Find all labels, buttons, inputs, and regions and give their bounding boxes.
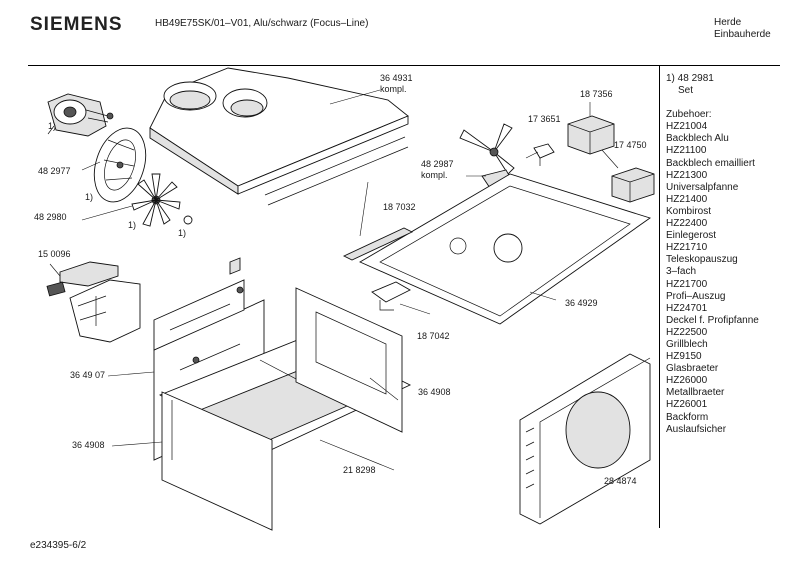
accessory-item: Einlegerost	[666, 230, 717, 242]
accessory-item: HZ9150	[666, 351, 702, 363]
header-rule	[28, 65, 780, 66]
accessory-heading: Zubehoer:	[666, 109, 712, 121]
callout-187042: 18 7042	[417, 331, 450, 341]
callout-364908-front: 36 4908	[72, 440, 105, 450]
callout-187032: 18 7032	[383, 202, 416, 212]
footnote-marker: 1)	[85, 192, 94, 202]
fan-shield-drawing	[93, 127, 147, 203]
accessory-item: HZ26000	[666, 375, 708, 387]
footnote-marker: 1)	[178, 228, 187, 238]
accessory-item: HZ21400	[666, 193, 708, 205]
accessory-item: HZ21004	[666, 121, 708, 133]
callout-364931-note: kompl.	[380, 84, 407, 94]
accessory-item: 3–fach	[666, 266, 697, 278]
callout-150096: 15 0096	[38, 249, 71, 259]
accessory-item: HZ21100	[666, 145, 707, 157]
accessory-item: Auslaufsicher	[666, 423, 727, 435]
callout-174750: 17 4750	[614, 140, 647, 150]
sensor-drawing	[533, 143, 555, 166]
footnote-marker: 1)	[128, 220, 137, 230]
fan-motor-drawing	[47, 93, 114, 137]
callout-482977: 48 2977	[38, 166, 71, 176]
accessory-item: HZ24701	[666, 302, 708, 314]
callout-364907: 36 49 07	[70, 370, 106, 380]
accessory-item: Kombirost	[666, 205, 712, 217]
subcategory-line: Einbauherde	[714, 29, 771, 40]
accessory-item: Glasbraeter	[666, 363, 719, 375]
transformer-drawing	[567, 115, 615, 155]
document-id: e234395-6/2	[30, 540, 87, 551]
right-wall-drawing	[295, 287, 403, 433]
rear-wall-drawing	[342, 173, 652, 325]
callout-482987-note: kompl.	[421, 170, 448, 180]
accessory-item: HZ22500	[666, 326, 708, 338]
accessory-item: Backblech Alu	[666, 133, 729, 145]
set-word: Set	[678, 85, 694, 97]
model-line: HB49E75SK/01–V01, Alu/schwarz (Focus–Lin…	[155, 18, 369, 29]
lamp-holder-drawing	[371, 281, 411, 311]
accessory-item: HZ26001	[666, 399, 708, 411]
callout-218298: 21 8298	[343, 465, 376, 475]
accessory-item: Deckel f. Profipfanne	[666, 314, 759, 326]
callout-364929: 36 4929	[565, 298, 598, 308]
accessory-item: Grillblech	[666, 338, 708, 350]
callout-364931: 36 4931	[380, 73, 413, 83]
accessory-item: HZ22400	[666, 218, 708, 230]
callout-284874: 28 4874	[604, 476, 637, 486]
category-line: Herde	[714, 17, 742, 28]
accessory-item: HZ21710	[666, 242, 708, 254]
door-panel-drawing	[519, 353, 651, 525]
fan-wheel-drawing	[131, 173, 193, 227]
set-line: 1) 48 2981	[666, 73, 714, 84]
accessory-item: HZ21700	[666, 278, 708, 290]
accessory-item: Backblech emailliert	[666, 157, 755, 169]
front-panel-drawing	[161, 391, 273, 531]
switch-bracket-drawing	[46, 261, 141, 343]
accessory-list: 1) 48 2981 Set Zubehoer: HZ21004 Backble…	[666, 73, 759, 436]
footnote-marker: 1)	[48, 121, 57, 131]
callout-173651: 17 3651	[528, 114, 561, 124]
callout-364908-right: 36 4908	[418, 387, 451, 397]
callout-482987: 48 2987	[421, 159, 454, 169]
category-block: Herde Einbauherde	[714, 17, 771, 41]
callout-482980: 48 2980	[34, 212, 67, 222]
accessory-item: Profi–Auszug	[666, 290, 726, 302]
brand-logo: SIEMENS	[30, 14, 123, 35]
accessory-item: HZ21300	[666, 169, 708, 181]
accessory-item: Backform	[666, 411, 709, 423]
duct-cover-drawing	[149, 67, 409, 206]
accessory-item: Universalpfanne	[666, 181, 739, 193]
accessory-item: Metallbraeter	[666, 387, 725, 399]
callout-187356: 18 7356	[580, 89, 613, 99]
relay-drawing	[611, 167, 655, 203]
panel-divider	[659, 66, 660, 528]
accessory-item: Teleskopauszug	[666, 254, 738, 266]
